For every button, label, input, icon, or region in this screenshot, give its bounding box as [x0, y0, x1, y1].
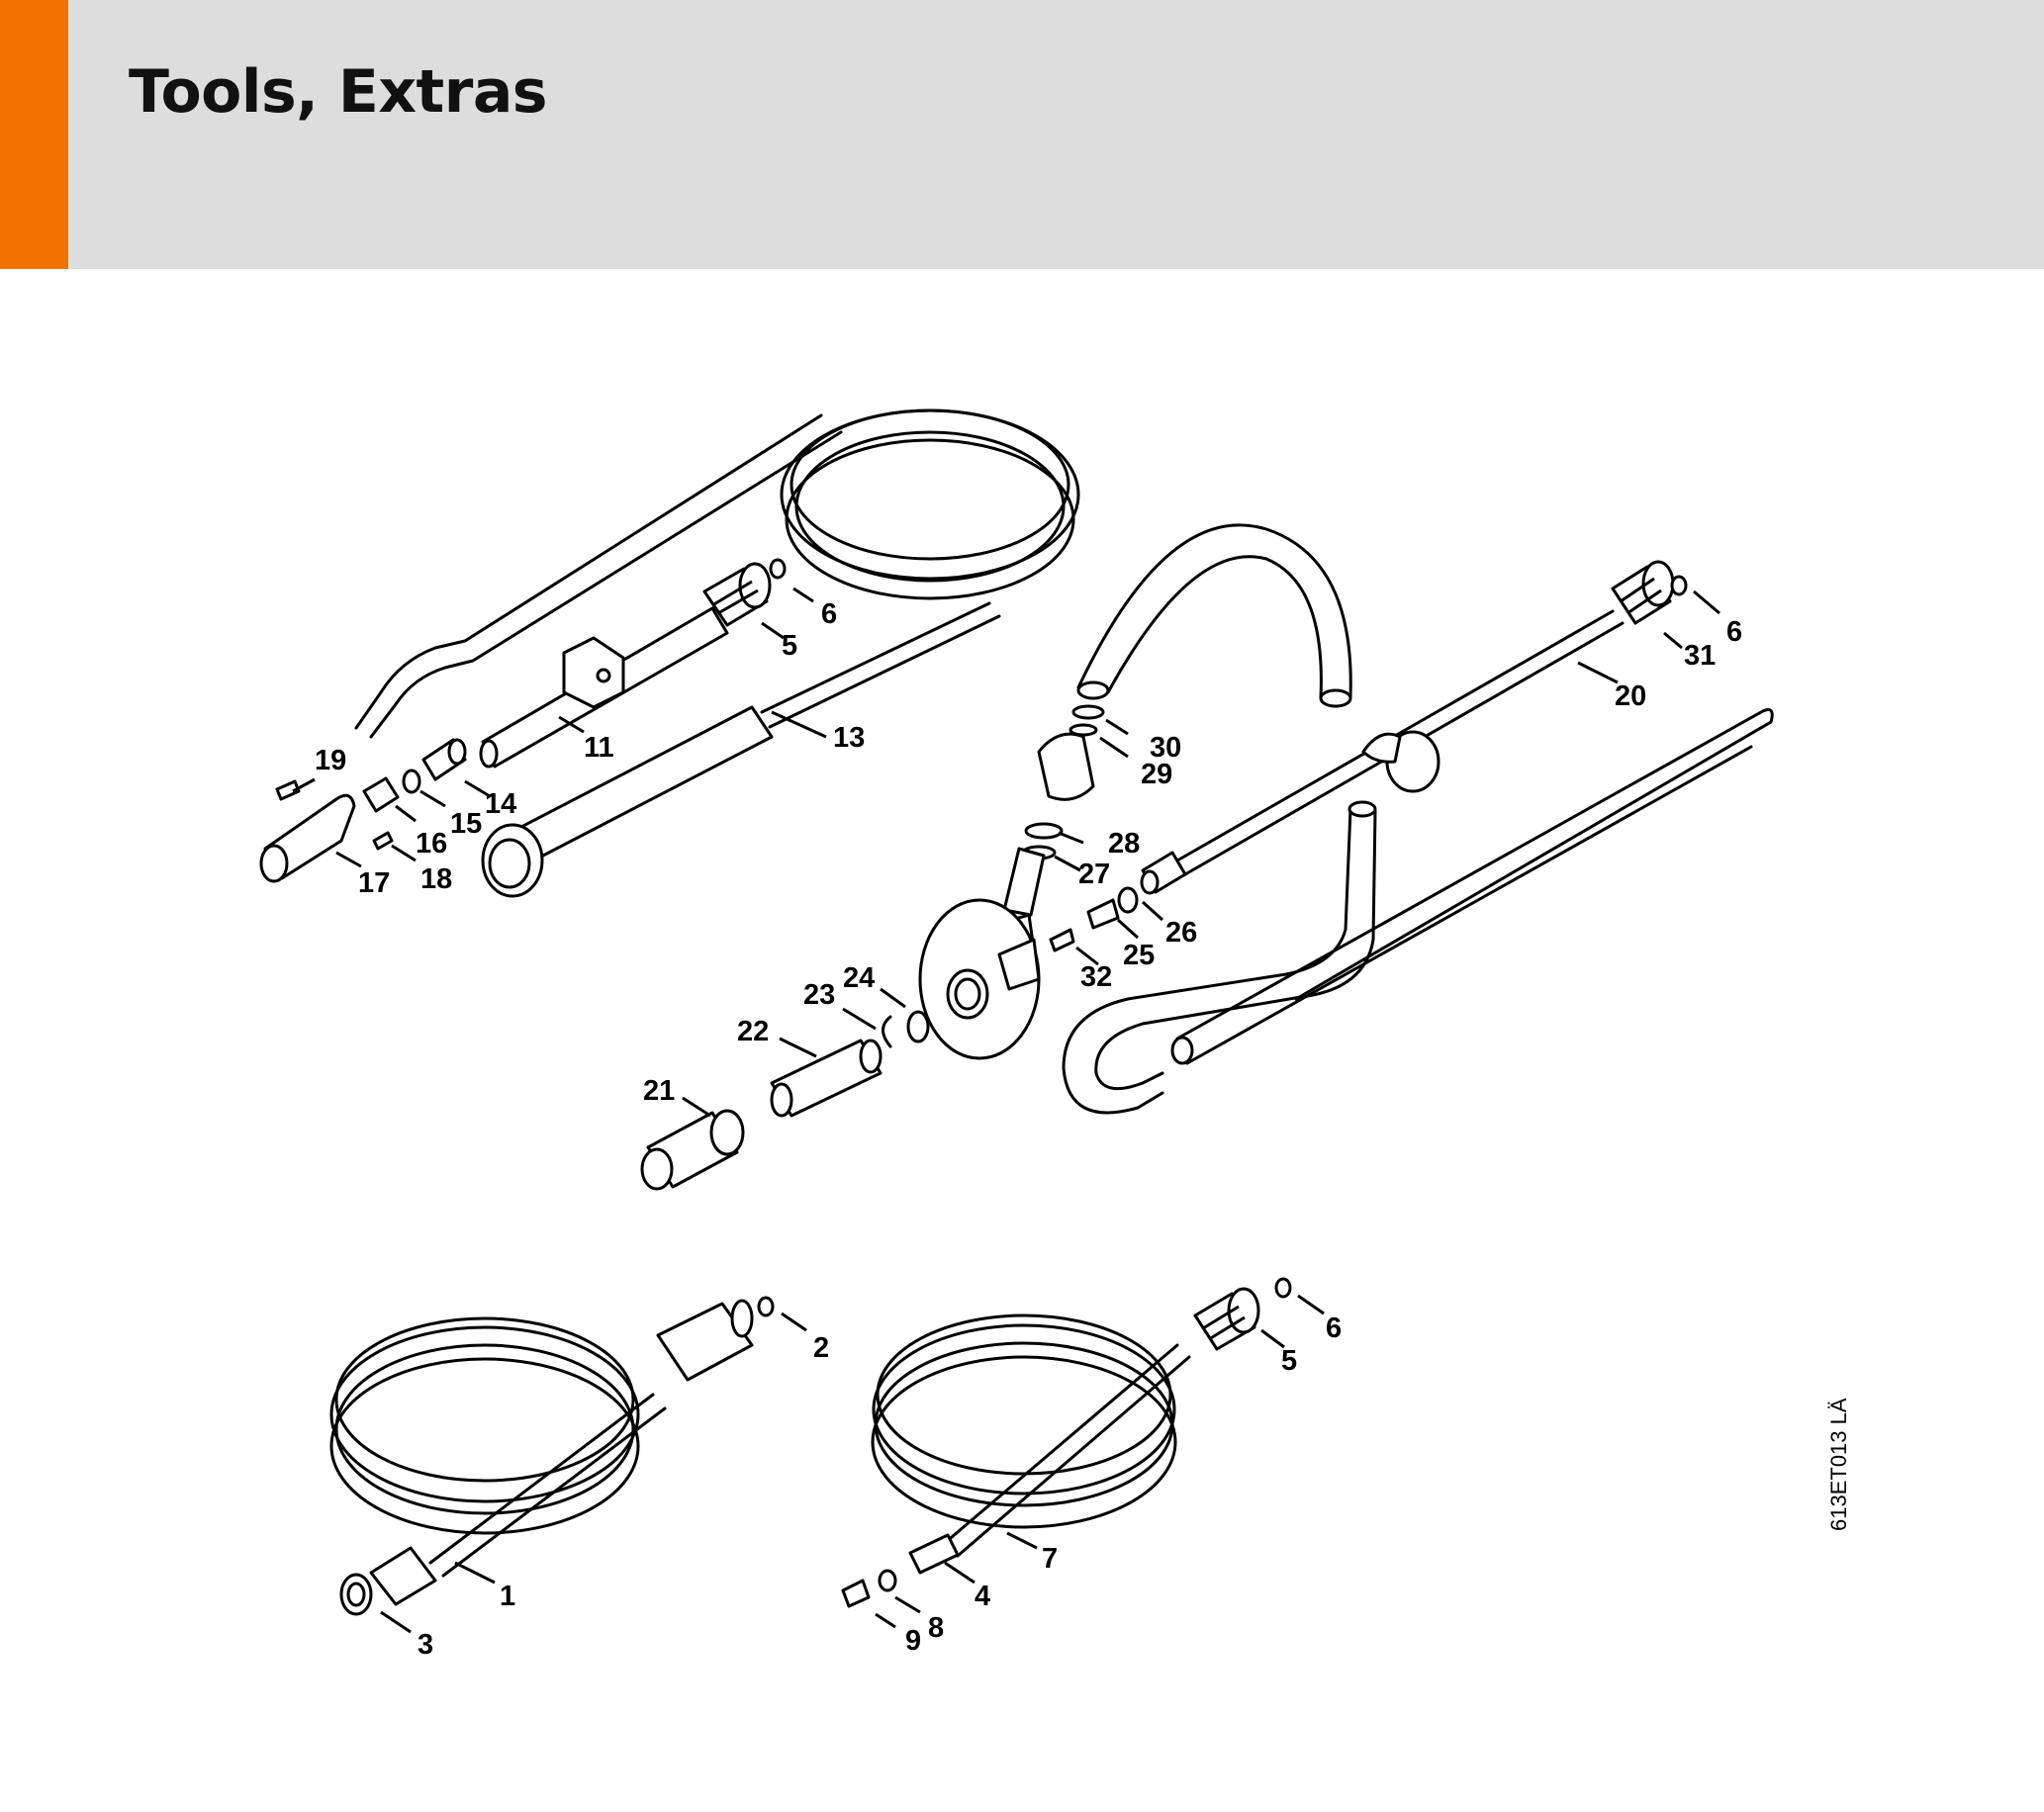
callout-labels: 19 6 5 11 13 14 15 16 17 18 6 31 20 30 2… — [315, 598, 1742, 1661]
hose-coil-bottom-left — [329, 1296, 775, 1616]
callout-23: 23 — [803, 979, 835, 1011]
lance-tube-part-11 — [479, 606, 729, 769]
callout-14: 14 — [485, 788, 516, 820]
callout-15: 15 — [450, 808, 482, 840]
extension-parts-21-to-24 — [640, 1010, 930, 1191]
lance-part-13 — [481, 601, 1001, 898]
header-band: Tools, Extras — [0, 0, 2044, 269]
callout-9: 9 — [905, 1625, 921, 1657]
callout-6: 6 — [1326, 1313, 1342, 1344]
callout-29: 29 — [1141, 759, 1172, 790]
callout-2: 2 — [813, 1332, 829, 1364]
page-title: Tools, Extras — [129, 57, 548, 127]
callout-31: 31 — [1684, 640, 1716, 672]
callout-24: 24 — [843, 962, 875, 994]
callout-27: 27 — [1078, 859, 1110, 890]
callout-30: 30 — [1150, 732, 1181, 764]
callout-32: 32 — [1080, 961, 1112, 993]
callout-16: 16 — [416, 828, 447, 860]
callout-4: 4 — [975, 1581, 990, 1612]
header-accent-bar — [0, 0, 68, 269]
callout-1: 1 — [500, 1581, 515, 1612]
o-ring-part-6a — [769, 558, 787, 580]
callout-20: 20 — [1615, 680, 1646, 712]
lance-tubes-right — [1170, 708, 1774, 1065]
fittings-parts-25-26-32 — [1049, 886, 1139, 952]
callout-19: 19 — [315, 745, 346, 776]
callout-22: 22 — [737, 1016, 769, 1047]
suction-hose-bottom — [1062, 800, 1377, 1115]
callout-21: 21 — [643, 1075, 675, 1107]
callout-25: 25 — [1123, 940, 1155, 971]
callout-5: 5 — [782, 630, 797, 662]
figure-reference-code: 613ET013 LÄ — [1826, 1398, 1851, 1531]
nut-part-5a — [702, 562, 772, 627]
callout-13: 13 — [833, 722, 865, 754]
callout-11: 11 — [584, 732, 614, 764]
callout-6: 6 — [821, 598, 837, 630]
callout-18: 18 — [420, 863, 452, 895]
nozzle-parts-14-to-19 — [259, 738, 467, 883]
spray-lance-part-20 — [1140, 560, 1688, 895]
hose-coil-top-left — [354, 408, 1080, 739]
callout-6: 6 — [1726, 616, 1742, 648]
callout-28: 28 — [1108, 828, 1140, 860]
callout-7: 7 — [1042, 1543, 1058, 1575]
callout-26: 26 — [1165, 917, 1197, 949]
callout-3: 3 — [418, 1629, 433, 1661]
suction-hose-top — [1076, 523, 1352, 708]
callout-5: 5 — [1281, 1345, 1297, 1377]
hose-coil-bottom-right — [841, 1277, 1292, 1608]
callout-8: 8 — [928, 1612, 944, 1644]
callout-17: 17 — [358, 867, 390, 899]
angle-adapter-parts-27-to-30 — [918, 704, 1105, 1060]
leader-lines — [292, 587, 1720, 1634]
